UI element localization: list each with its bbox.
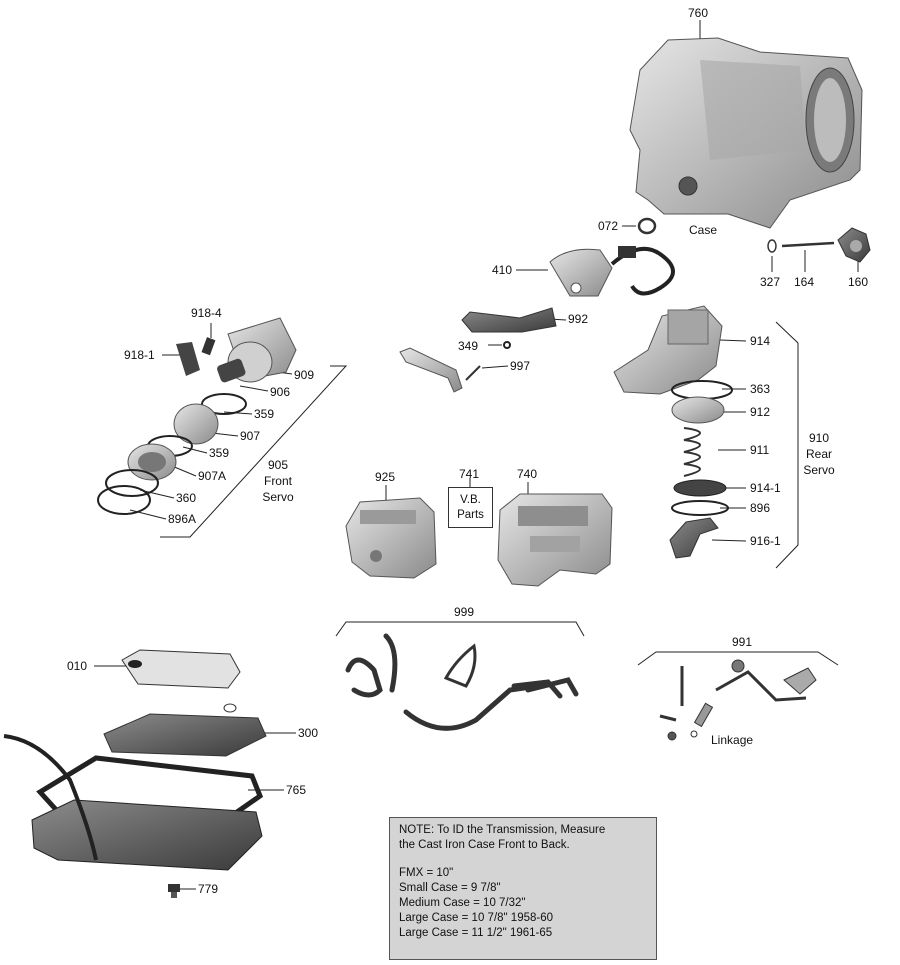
callout-359-lower: 359 xyxy=(209,446,230,460)
callout-914-1: 914-1 xyxy=(750,481,781,495)
callout-160: 160 xyxy=(848,275,869,289)
callout-918-4: 918-4 xyxy=(191,306,222,320)
valve-body-925 xyxy=(345,497,437,579)
callout-999: 999 xyxy=(454,605,475,619)
plate-300 xyxy=(103,703,267,757)
note-large-case-1958: Large Case = 10 7/8" 1958-60 xyxy=(399,912,554,924)
part-410 xyxy=(549,246,675,297)
callout-912: 912 xyxy=(750,405,771,419)
filter-010 xyxy=(121,649,241,689)
callout-327: 327 xyxy=(760,275,781,289)
label-rear: Rear xyxy=(805,447,832,461)
note-medium-case: Medium Case = 10 7/32" xyxy=(399,897,526,909)
note-small-case: Small Case = 9 7/8" xyxy=(399,882,501,894)
callout-991: 991 xyxy=(732,635,753,649)
tubes-999 xyxy=(345,633,579,731)
callout-765: 765 xyxy=(286,783,307,797)
callout-918-1: 918-1 xyxy=(124,348,155,362)
rod-164 xyxy=(781,241,835,248)
callout-914: 914 xyxy=(750,334,771,348)
group-brackets xyxy=(160,321,839,666)
linkage-991 xyxy=(659,659,817,741)
note-line2: the Cast Iron Case Front to Back. xyxy=(399,839,570,851)
callout-363: 363 xyxy=(750,382,771,396)
callout-916-1: 916-1 xyxy=(750,534,781,548)
rear-servo-parts xyxy=(613,305,733,559)
callout-910: 910 xyxy=(808,431,830,445)
label-front-servo: Servo xyxy=(262,490,294,504)
callout-410: 410 xyxy=(492,263,513,277)
callout-760: 760 xyxy=(688,6,709,20)
callout-907a: 907A xyxy=(198,469,227,483)
callout-905: 905 xyxy=(267,458,289,472)
case-760 xyxy=(629,37,863,229)
oil-pan xyxy=(3,734,263,871)
part-160 xyxy=(837,227,871,263)
seal-072 xyxy=(637,217,657,235)
callout-010: 010 xyxy=(67,659,88,673)
bracket-997 xyxy=(399,347,481,393)
measurement-note: NOTE: To ID the Transmission, Measure th… xyxy=(389,817,657,960)
note-line1: NOTE: To ID the Transmission, Measure xyxy=(399,824,606,836)
vb-line1: V.B. xyxy=(460,494,481,506)
vb-parts-box: V.B. Parts xyxy=(448,487,493,528)
part-349 xyxy=(503,341,511,349)
label-front: Front xyxy=(263,474,292,488)
plug-779 xyxy=(168,884,180,898)
label-linkage: Linkage xyxy=(711,733,754,747)
callout-997: 997 xyxy=(510,359,531,373)
callout-909: 909 xyxy=(294,368,315,382)
callout-741: 741 xyxy=(459,467,480,481)
callout-896: 896 xyxy=(750,501,771,515)
note-large-case-1961: Large Case = 11 1/2" 1961-65 xyxy=(399,927,553,939)
callout-164: 164 xyxy=(794,275,815,289)
o-ring-327 xyxy=(767,239,777,253)
callout-740: 740 xyxy=(517,467,538,481)
callout-359-upper: 359 xyxy=(254,407,275,421)
callout-907: 907 xyxy=(240,429,261,443)
callout-779: 779 xyxy=(198,882,219,896)
callout-906: 906 xyxy=(270,385,291,399)
callout-911: 911 xyxy=(750,443,770,457)
label-case: Case xyxy=(689,223,718,237)
callout-360: 360 xyxy=(176,491,197,505)
callout-925: 925 xyxy=(375,470,396,484)
lever-992 xyxy=(461,307,557,333)
callout-896a: 896A xyxy=(168,512,197,526)
callout-349: 349 xyxy=(458,339,479,353)
valve-body-740 xyxy=(497,493,613,587)
vb-line2: Parts xyxy=(457,509,484,521)
label-rear-servo: Servo xyxy=(803,463,835,477)
callout-992: 992 xyxy=(568,312,589,326)
note-fmx: FMX = 10" xyxy=(399,867,454,879)
callout-300: 300 xyxy=(298,726,319,740)
callout-072: 072 xyxy=(598,219,619,233)
front-servo-parts xyxy=(97,317,297,515)
